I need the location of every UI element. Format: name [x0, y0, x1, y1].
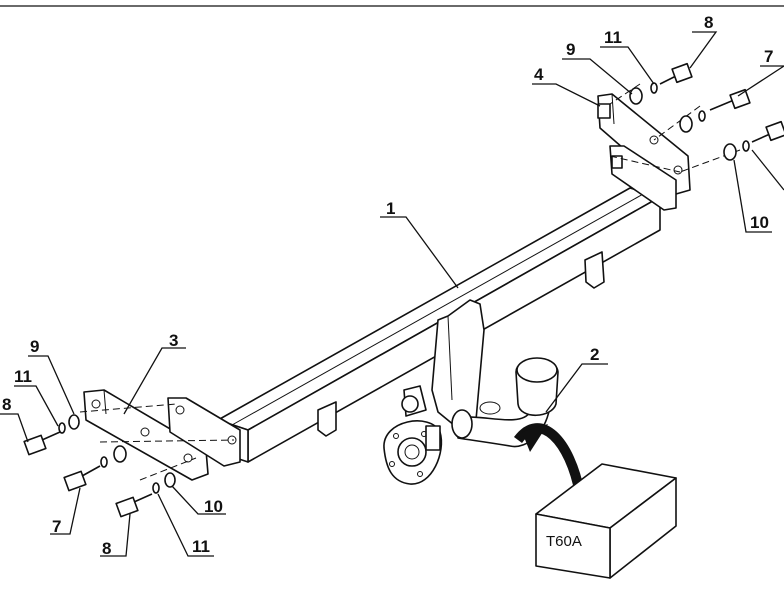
label-8-right: 8 — [704, 13, 713, 32]
label-9-left: 9 — [30, 337, 39, 356]
label-11-left-bottom: 11 — [192, 537, 210, 556]
label-4: 4 — [534, 65, 544, 84]
label-7-left: 7 — [52, 517, 61, 536]
socket-plate — [383, 420, 443, 485]
model-box: T60A — [535, 463, 677, 579]
label-10-right: 10 — [750, 213, 769, 232]
right-bracket — [597, 93, 691, 211]
label-8-left-top: 8 — [2, 395, 11, 414]
label-2: 2 — [590, 345, 599, 364]
right-fasteners — [629, 62, 784, 161]
callout-lines — [0, 31, 784, 557]
label-9-right: 9 — [566, 40, 575, 59]
label-8-left-bottom: 8 — [102, 539, 111, 558]
model-box-label: T60A — [546, 533, 582, 550]
label-3: 3 — [169, 331, 178, 350]
hitch-neck — [401, 299, 485, 431]
label-1: 1 — [386, 199, 395, 218]
label-11-right: 11 — [604, 28, 622, 47]
label-10-left: 10 — [204, 497, 223, 516]
left-fasteners — [23, 414, 176, 518]
label-11-left: 11 — [14, 367, 32, 386]
label-7-right: 7 — [764, 47, 773, 66]
left-bracket — [83, 389, 241, 481]
arrow — [513, 423, 585, 495]
